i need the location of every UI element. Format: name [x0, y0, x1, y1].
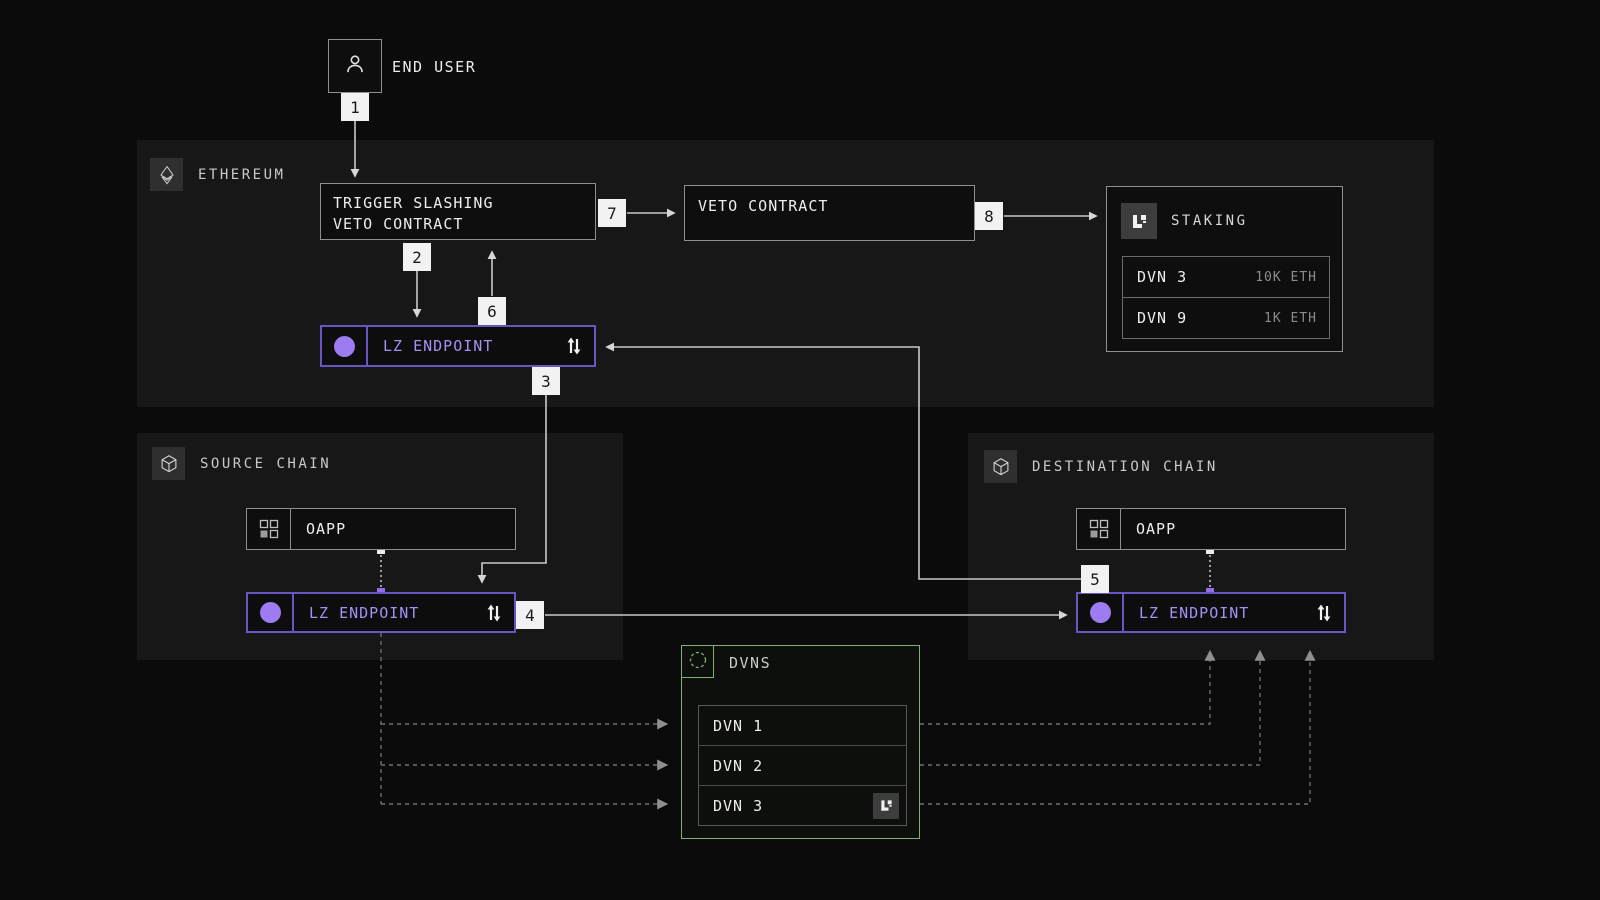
step-badge-5: 5 [1081, 565, 1109, 593]
trigger-slashing-veto-contract-box: TRIGGER SLASHING VETO CONTRACT [320, 183, 596, 240]
source-chain-label: SOURCE CHAIN [200, 455, 332, 472]
dvn-row: DVN 2 [699, 745, 906, 785]
dvns-label: DVNS [729, 654, 772, 672]
lz-logo-icon [1121, 203, 1157, 239]
step-badge-3: 3 [532, 367, 560, 395]
endpoint-dot-cell [322, 327, 368, 365]
step-badge-8: 8 [975, 202, 1003, 230]
purple-dot-icon [1089, 602, 1111, 623]
purple-dot-icon [333, 335, 355, 357]
endpoint-dot-cell [248, 594, 294, 631]
dvns-box: DVNS DVN 1 DVN 2 DVN 3 [681, 645, 920, 839]
dvns-rows: DVN 1 DVN 2 DVN 3 [698, 705, 907, 826]
purple-dot-icon [259, 602, 281, 623]
step-badge-2: 2 [403, 243, 431, 271]
staking-row: DVN 9 1K ETH [1123, 297, 1329, 338]
swap-vertical-icon [564, 327, 594, 365]
step-badge-4: 4 [516, 601, 544, 629]
dashed-circle-icon [688, 650, 708, 674]
dvn-row: DVN 3 [699, 785, 906, 825]
swap-vertical-icon [484, 594, 514, 631]
staking-label: STAKING [1171, 213, 1248, 229]
endpoint-dot-cell [1078, 594, 1124, 631]
end-user-label: END USER [392, 58, 477, 76]
dvn2-out-line [920, 649, 1266, 766]
staking-rows: DVN 3 10K ETH DVN 9 1K ETH [1122, 256, 1330, 339]
grid-icon [247, 509, 291, 549]
source-lz-endpoint-box: LZ ENDPOINT [246, 592, 516, 633]
lz-logo-icon [873, 792, 899, 819]
ethereum-panel-label: ETHEREUM [198, 166, 286, 183]
step-badge-1: 1 [341, 93, 369, 121]
arrow-step3 [477, 394, 547, 584]
dvn1-out-line [920, 649, 1216, 725]
ethereum-lz-endpoint-box: LZ ENDPOINT [320, 325, 596, 367]
step-badge-6: 6 [478, 297, 506, 325]
cube-icon [152, 447, 185, 480]
swap-vertical-icon [1314, 594, 1344, 631]
end-user-box [328, 39, 382, 93]
grid-icon [1077, 509, 1121, 549]
veto-contract-box: VETO CONTRACT [684, 185, 975, 241]
dvns-corner-cell [682, 646, 714, 678]
destination-chain-label: DESTINATION CHAIN [1032, 458, 1218, 475]
source-oapp-box: OAPP [246, 508, 516, 550]
destination-oapp-box: OAPP [1076, 508, 1346, 550]
cube-icon [984, 450, 1017, 483]
staking-box: STAKING DVN 3 10K ETH DVN 9 1K ETH [1106, 186, 1343, 352]
user-icon [342, 51, 368, 81]
ethereum-icon [150, 158, 183, 191]
dvn-row: DVN 1 [713, 716, 764, 735]
staking-row: DVN 3 10K ETH [1137, 268, 1317, 286]
arrow-step5 [605, 342, 1081, 580]
step-badge-7: 7 [598, 199, 626, 227]
dvn3-out-line [920, 649, 1316, 805]
destination-lz-endpoint-box: LZ ENDPOINT [1076, 592, 1346, 633]
